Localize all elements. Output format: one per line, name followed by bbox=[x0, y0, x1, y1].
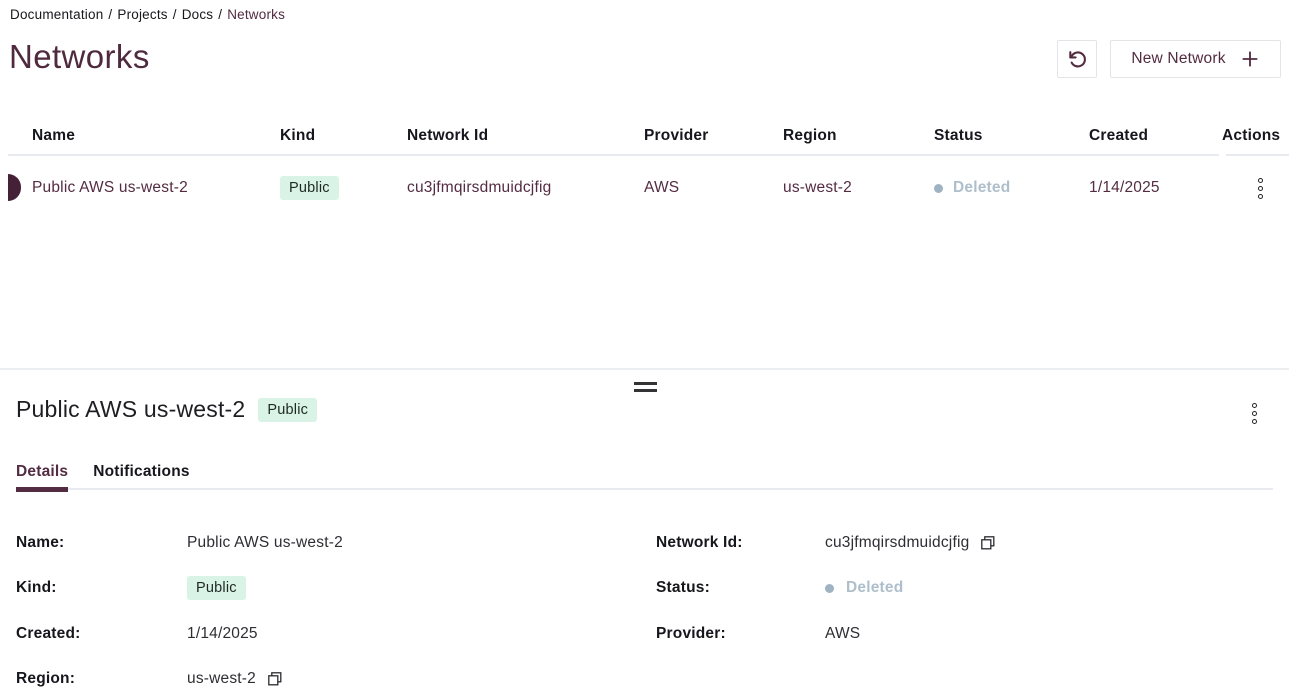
details-column-right: Network Id: cu3jfmqirsdmuidcjfig Status:… bbox=[656, 520, 1281, 657]
column-header-provider: Provider bbox=[644, 127, 709, 144]
cell-status: Deleted bbox=[934, 156, 1010, 220]
column-header-region: Region bbox=[783, 127, 837, 144]
kind-badge: Public bbox=[280, 176, 339, 200]
cell-created: 1/14/2025 bbox=[1089, 179, 1160, 196]
field-created-value: 1/14/2025 bbox=[187, 624, 258, 642]
drag-handle-icon bbox=[633, 382, 657, 385]
rotate-ccw-icon bbox=[1067, 49, 1088, 70]
details-column-left: Name: Public AWS us-west-2 Kind: Public … bbox=[16, 520, 646, 700]
field-created-label: Created: bbox=[16, 624, 81, 642]
table-header-row: Name Kind Network Id Provider Region Sta… bbox=[0, 118, 1289, 154]
field-region: Region: us-west-2 bbox=[16, 657, 646, 700]
field-kind: Kind: Public bbox=[16, 566, 646, 612]
new-network-label: New Network bbox=[1131, 50, 1226, 67]
field-region-label: Region: bbox=[16, 670, 76, 688]
field-network-id-value-wrap: cu3jfmqirsdmuidcjfig bbox=[825, 534, 995, 552]
cell-region: us-west-2 bbox=[783, 179, 852, 196]
breadcrumb-separator: / bbox=[108, 7, 113, 22]
field-provider-value: AWS bbox=[825, 624, 861, 642]
tab-notifications[interactable]: Notifications bbox=[93, 463, 190, 480]
copy-region-button[interactable] bbox=[268, 672, 282, 686]
cell-name: Public AWS us-west-2 bbox=[32, 179, 188, 196]
copy-icon bbox=[981, 535, 995, 550]
table-header-divider-actions bbox=[1226, 154, 1289, 156]
cell-network-id: cu3jfmqirsdmuidcjfig bbox=[407, 179, 552, 196]
column-header-kind: Kind bbox=[280, 127, 316, 144]
column-header-created: Created bbox=[1089, 127, 1149, 144]
table-header-divider bbox=[8, 154, 1219, 156]
kebab-icon bbox=[1257, 177, 1263, 183]
column-header-status: Status bbox=[934, 127, 983, 144]
page-title: Networks bbox=[9, 38, 150, 75]
kebab-icon bbox=[1257, 193, 1263, 199]
field-status: Status: Deleted bbox=[656, 566, 1281, 612]
field-kind-value: Public bbox=[187, 576, 246, 601]
kebab-icon bbox=[1251, 402, 1257, 408]
field-region-value-wrap: us-west-2 bbox=[187, 670, 282, 688]
breadcrumb-separator: / bbox=[172, 7, 177, 22]
drawer-resize-handle[interactable] bbox=[623, 378, 667, 396]
drawer-header: Public AWS us-west-2 Public bbox=[16, 396, 318, 423]
column-header-actions: Actions bbox=[1222, 127, 1281, 144]
field-network-id-label: Network Id: bbox=[656, 533, 743, 551]
kind-badge: Public bbox=[187, 576, 246, 601]
breadcrumb-link-documentation[interactable]: Documentation bbox=[10, 7, 104, 22]
kebab-icon bbox=[1251, 410, 1257, 416]
field-status-value: Deleted bbox=[846, 579, 904, 597]
cell-provider: AWS bbox=[644, 179, 680, 196]
drawer-top-divider bbox=[0, 368, 1289, 370]
breadcrumb-link-docs[interactable]: Docs bbox=[181, 7, 214, 22]
status-dot-icon bbox=[934, 183, 943, 193]
copy-icon bbox=[268, 672, 282, 686]
selected-row-marker bbox=[8, 174, 21, 201]
status-label: Deleted bbox=[953, 179, 1011, 196]
refresh-button[interactable] bbox=[1057, 40, 1097, 78]
kebab-icon bbox=[1257, 185, 1263, 191]
tab-details[interactable]: Details bbox=[16, 455, 69, 492]
field-status-label: Status: bbox=[656, 579, 710, 597]
column-header-name: Name bbox=[32, 127, 76, 144]
drawer-actions-menu-button[interactable] bbox=[1243, 398, 1265, 428]
drawer-kind-badge: Public bbox=[258, 397, 318, 422]
field-provider: Provider: AWS bbox=[656, 611, 1281, 657]
drag-handle-icon bbox=[633, 389, 657, 392]
new-network-button[interactable]: New Network bbox=[1110, 40, 1281, 78]
breadcrumb: Documentation / Projects / Docs / Networks bbox=[10, 7, 285, 22]
field-provider-label: Provider: bbox=[656, 624, 726, 642]
copy-network-id-button[interactable] bbox=[981, 535, 995, 550]
kebab-icon bbox=[1251, 418, 1257, 424]
cell-kind: Public bbox=[280, 156, 339, 220]
field-kind-label: Kind: bbox=[16, 579, 57, 597]
table-row[interactable]: Public AWS us-west-2 Public cu3jfmqirsdm… bbox=[0, 156, 1289, 220]
row-actions-menu-button[interactable] bbox=[1249, 173, 1271, 203]
field-created: Created: 1/14/2025 bbox=[16, 611, 646, 657]
field-network-id-value: cu3jfmqirsdmuidcjfig bbox=[825, 533, 970, 551]
breadcrumb-current-networks: Networks bbox=[227, 7, 286, 22]
field-name-label: Name: bbox=[16, 533, 65, 551]
breadcrumb-separator: / bbox=[218, 7, 223, 22]
drawer-tabs: Details Notifications bbox=[16, 455, 1273, 492]
column-header-network-id: Network Id bbox=[407, 127, 489, 144]
field-name-value: Public AWS us-west-2 bbox=[187, 533, 343, 551]
breadcrumb-link-projects[interactable]: Projects bbox=[117, 7, 168, 22]
field-network-id: Network Id: cu3jfmqirsdmuidcjfig bbox=[656, 520, 1281, 566]
field-status-value-wrap: Deleted bbox=[825, 579, 903, 597]
status-dot-icon bbox=[825, 583, 834, 593]
drawer-title: Public AWS us-west-2 bbox=[16, 396, 246, 422]
field-region-value: us-west-2 bbox=[187, 670, 256, 688]
field-name: Name: Public AWS us-west-2 bbox=[16, 520, 646, 566]
plus-icon bbox=[1240, 49, 1260, 69]
